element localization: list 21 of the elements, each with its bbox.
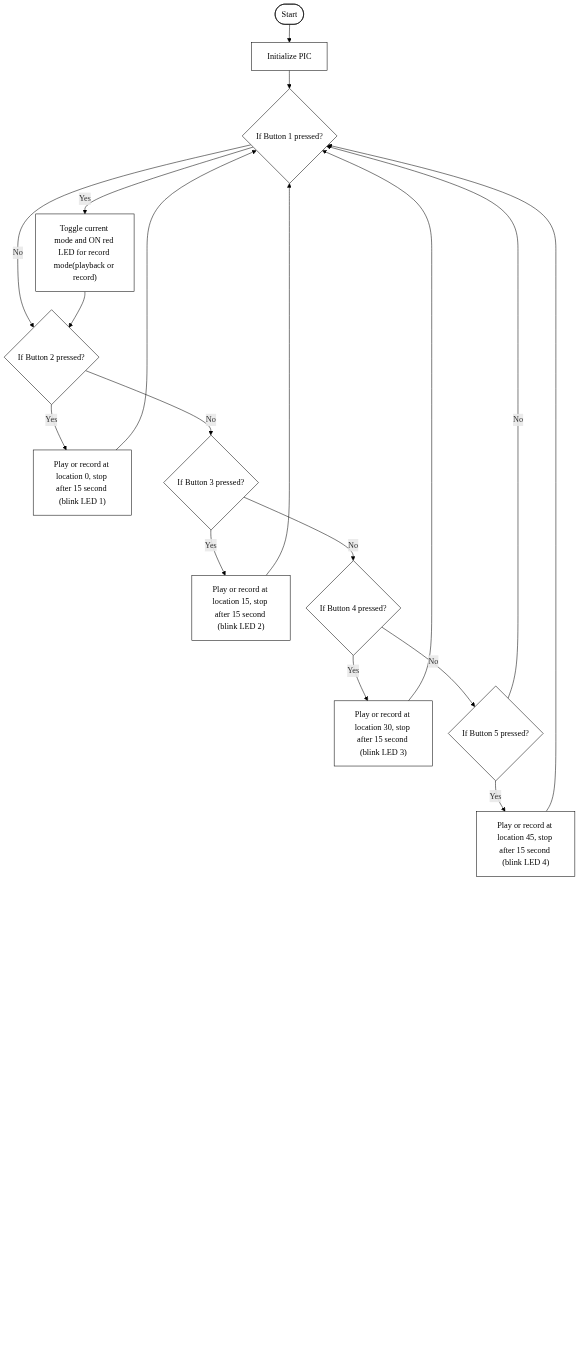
node-box: Play or record at location 15, stop after 15 second (blink LED 2) bbox=[191, 575, 291, 641]
node-diamond: If Button 3 pressed? bbox=[163, 434, 259, 531]
edge-label: No bbox=[348, 540, 359, 550]
node-box: Play or record at location 0, stop after 15 second (blink LED 1) bbox=[32, 449, 132, 516]
edge-label: Yes bbox=[347, 666, 360, 675]
node-diamond: If Button 5 pressed? bbox=[448, 685, 544, 782]
node-box: Toggle current mode and ON red LED for record mode(playback or record) bbox=[35, 213, 135, 292]
node-diamond: If Button 4 pressed? bbox=[305, 560, 402, 656]
edge-label: Yes bbox=[489, 791, 502, 801]
node-diamond: If Button 2 pressed? bbox=[3, 309, 100, 405]
edge-label: No bbox=[205, 415, 216, 424]
edge-label: No bbox=[12, 248, 23, 257]
edge-label: No bbox=[512, 415, 524, 424]
node-box: Initialize PIC bbox=[251, 42, 328, 71]
edge-label: Yes bbox=[45, 415, 58, 424]
edge-label: Yes bbox=[204, 540, 217, 550]
edge-label: Yes bbox=[78, 194, 91, 203]
node-box: Play or record at location 45, stop after 15 second (blink LED 4) bbox=[476, 811, 576, 877]
node-diamond: If Button 1 pressed? bbox=[241, 88, 338, 184]
edge-label: No bbox=[428, 656, 439, 666]
node-box: Play or record at location 30, stop after 15 second (blink LED 3) bbox=[333, 700, 433, 767]
